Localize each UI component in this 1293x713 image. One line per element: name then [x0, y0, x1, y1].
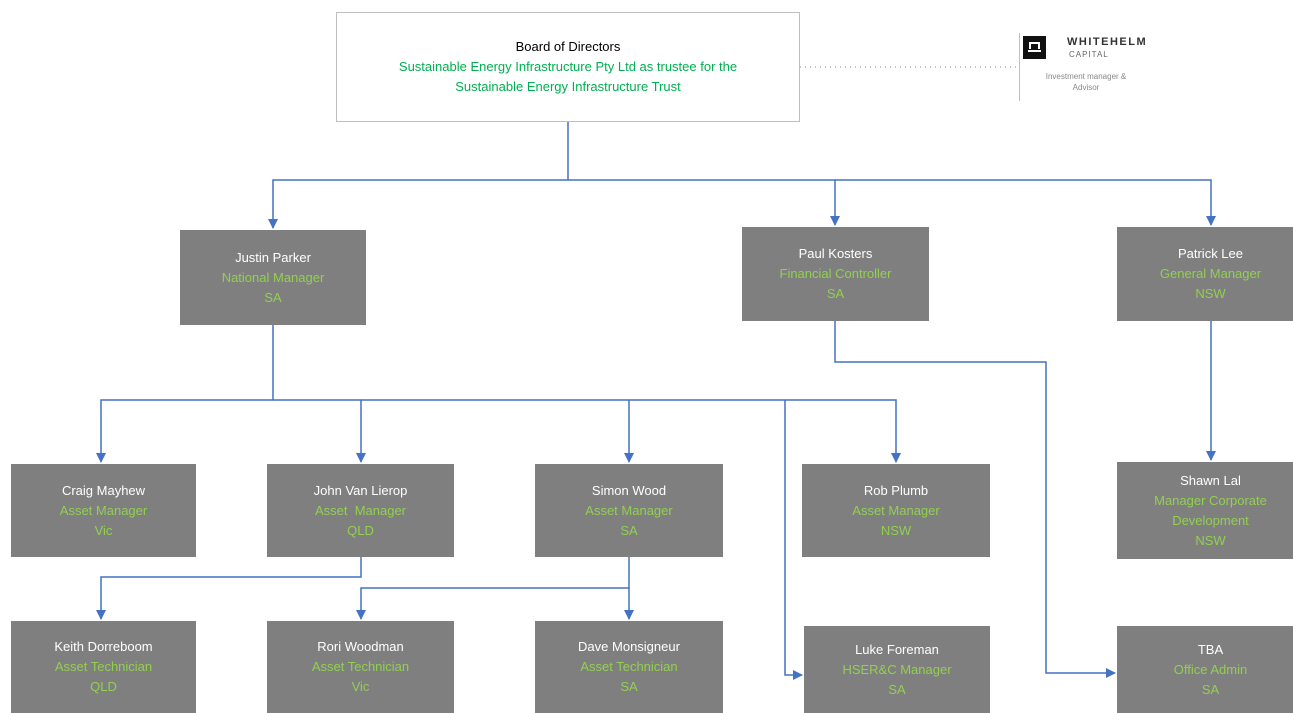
connector-justin-craig	[96, 325, 274, 463]
person-location: SA	[826, 286, 845, 301]
board-of-directors-box: Board of Directors Sustainable Energy In…	[336, 12, 800, 122]
person-name: Simon Wood	[591, 482, 667, 498]
person-role: National Manager	[221, 269, 325, 285]
person-name: Rob Plumb	[863, 482, 929, 498]
person-box-luke-foreman: Luke Foreman HSER&C Manager SA	[804, 626, 990, 713]
connector-simon-rori	[356, 557, 630, 620]
person-box-shawn-lal: Shawn Lal Manager Corporate Development …	[1117, 462, 1293, 559]
person-location: SA	[264, 289, 282, 305]
person-role: Asset Technician	[311, 659, 410, 674]
person-location: NSW	[1195, 286, 1226, 301]
person-name: Dave Monsigneur	[578, 639, 680, 654]
person-location: SA	[888, 681, 906, 697]
person-role: Manager Corporate Development	[1154, 492, 1267, 528]
person-name: John Van Lierop	[313, 482, 408, 498]
person-role: HSER&C Manager	[842, 661, 952, 677]
person-name: Luke Foreman	[855, 641, 939, 657]
person-box-simon-wood: Simon Wood Asset Manager SA	[535, 464, 723, 557]
person-box-rob-plumb: Rob Plumb Asset Manager NSW	[802, 464, 990, 557]
person-name: Craig Mayhew	[61, 482, 146, 498]
person-role: Asset Manager	[585, 502, 673, 518]
person-box-tba: TBA Office Admin SA	[1117, 626, 1293, 713]
person-location: NSW	[880, 522, 912, 538]
person-location: Vic	[351, 679, 370, 694]
person-location: QLD	[347, 522, 374, 538]
person-name: Keith Dorreboom	[54, 639, 153, 654]
person-location: SA	[1201, 681, 1220, 697]
person-role: Asset Technician	[580, 659, 678, 674]
board-title: Board of Directors	[515, 39, 621, 54]
person-box-rori-woodman: Rori Woodman Asset Technician Vic	[267, 621, 454, 713]
person-name: Shawn Lal	[1180, 472, 1241, 488]
person-role: Asset Manager	[852, 502, 940, 518]
person-name: Justin Parker	[235, 249, 311, 265]
connector-board-paul	[568, 179, 840, 226]
person-name: Rori Woodman	[317, 639, 404, 654]
person-box-patrick-lee: Patrick Lee General Manager NSW	[1117, 227, 1293, 321]
connector-board-patrick	[835, 179, 1216, 226]
connector-justin-luke	[784, 400, 803, 680]
connector-paul-tba	[834, 320, 1116, 678]
person-box-paul-kosters: Paul Kosters Financial Controller SA	[742, 227, 929, 321]
logo-sub: CAPITAL	[1069, 50, 1109, 59]
whitehelm-capital-logo: WHITEHELM CAPITAL Investment manager & A…	[1019, 33, 1146, 101]
person-location: SA	[620, 679, 638, 694]
person-name: TBA	[1197, 641, 1224, 657]
person-box-craig-mayhew: Craig Mayhew Asset Manager Vic	[11, 464, 196, 557]
board-trustee-line: Sustainable Energy Infrastructure Pty Lt…	[398, 59, 738, 74]
person-box-dave-monsigneur: Dave Monsigneur Asset Technician SA	[535, 621, 723, 713]
connector-board-justin	[268, 122, 569, 229]
connector-john-keith	[96, 557, 362, 620]
person-location: SA	[620, 522, 638, 538]
logo-name: WHITEHELM	[1067, 36, 1148, 48]
board-trust-line: Sustainable Energy Infrastructure Trust	[455, 79, 681, 94]
connector-justin-simon	[361, 399, 634, 463]
person-location: NSW	[1195, 532, 1226, 548]
logo-tagline: Investment manager & Advisor	[1045, 72, 1127, 92]
person-box-john-van-lierop: John Van Lierop Asset Manager QLD	[267, 464, 454, 557]
person-location: Vic	[94, 522, 113, 538]
person-role: Asset Technician	[54, 659, 153, 674]
person-name: Paul Kosters	[798, 246, 873, 261]
person-box-justin-parker: Justin Parker National Manager SA	[180, 230, 366, 325]
person-location: QLD	[90, 679, 117, 694]
person-role: General Manager	[1159, 266, 1262, 281]
person-role: Asset Manager	[59, 502, 148, 518]
person-role: Financial Controller	[779, 266, 892, 281]
person-role: Asset Manager	[314, 502, 407, 518]
whitehelm-logo-icon	[1023, 36, 1046, 59]
connector-justin-john	[273, 399, 366, 463]
person-name: Patrick Lee	[1177, 246, 1244, 261]
person-role: Office Admin	[1173, 661, 1248, 677]
connector-justin-rob	[629, 399, 901, 463]
person-box-keith-dorreboom: Keith Dorreboom Asset Technician QLD	[11, 621, 196, 713]
